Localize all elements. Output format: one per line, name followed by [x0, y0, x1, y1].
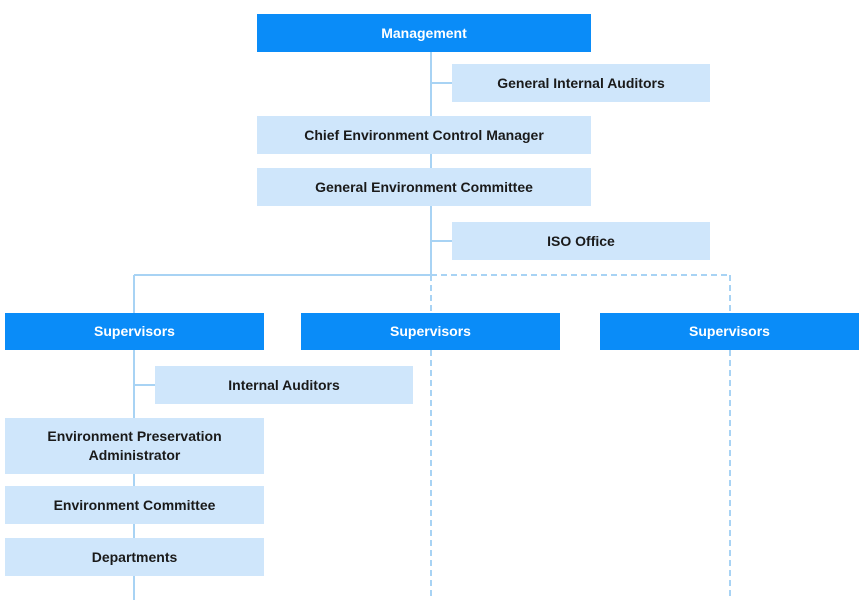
- chief-environment-control-manager-node: Chief Environment Control Manager: [257, 116, 591, 154]
- supervisors-node-2: Supervisors: [301, 313, 560, 350]
- environment-preservation-administrator-node: Environment Preservation Administrator: [5, 418, 264, 474]
- departments-label: Departments: [91, 548, 178, 565]
- general-internal-auditors-node: General Internal Auditors: [452, 64, 710, 102]
- internal-auditors-node: Internal Auditors: [155, 366, 413, 404]
- general-environment-committee-node: General Environment Committee: [257, 168, 591, 206]
- supervisors-label-3: Supervisors: [689, 323, 770, 339]
- departments-node: Departments: [5, 538, 264, 576]
- supervisors-node-3: Supervisors: [600, 313, 859, 350]
- iso-office-label: ISO Office: [547, 232, 615, 249]
- general-internal-auditors-label: General Internal Auditors: [497, 74, 665, 91]
- management-node: Management: [257, 14, 591, 52]
- environment-committee-node: Environment Committee: [5, 486, 264, 524]
- supervisors-label-1: Supervisors: [94, 323, 175, 339]
- environment-committee-label: Environment Committee: [53, 496, 216, 513]
- supervisors-label-2: Supervisors: [390, 323, 471, 339]
- general-environment-committee-label: General Environment Committee: [315, 178, 533, 195]
- chief-environment-control-manager-label: Chief Environment Control Manager: [304, 126, 544, 143]
- environment-preservation-administrator-label: Environment Preservation Administrator: [47, 428, 222, 463]
- internal-auditors-label: Internal Auditors: [228, 376, 340, 393]
- iso-office-node: ISO Office: [452, 222, 710, 260]
- supervisors-node-1: Supervisors: [5, 313, 264, 350]
- management-label: Management: [381, 24, 467, 41]
